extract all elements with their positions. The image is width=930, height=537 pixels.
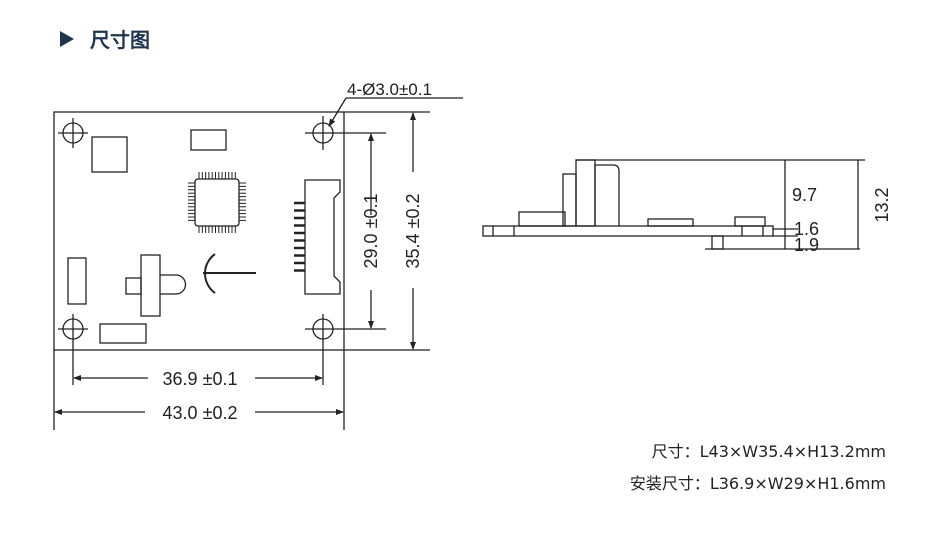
side-component-bottom	[711, 235, 724, 250]
side-component	[647, 218, 694, 227]
top-view: 4-Ø3.0±0.1 29.0 ±0.1 35.4 ±0.2 36.9 ±0.1…	[53, 80, 463, 430]
section-title: 尺寸图	[90, 28, 150, 52]
ic-chip	[188, 172, 246, 233]
spec-mount-size: 安装尺寸：L36.9×W29×H1.6mm	[629, 474, 886, 493]
dim-hole-horizontal: 36.9 ±0.1	[163, 369, 238, 389]
component-rect	[190, 129, 227, 151]
dim-width: 43.0 ±0.2	[163, 403, 238, 423]
component-square	[91, 136, 128, 173]
side-component	[734, 216, 766, 227]
side-view: 9.7 1.6 1.9 13.2	[482, 159, 892, 255]
leader-arrow	[328, 97, 347, 127]
section-header: 尺寸图	[60, 24, 150, 53]
triangle-bullet-icon	[60, 30, 74, 47]
fpc-connector	[294, 179, 341, 295]
dim-pcb-thickness: 1.6	[794, 219, 819, 239]
side-component	[518, 211, 566, 227]
dim-bottom-height: 1.9	[794, 235, 819, 255]
mounting-hole	[305, 314, 386, 385]
direction-arrow-symbol	[203, 253, 256, 294]
component-bottom	[99, 323, 147, 344]
component-vertical	[67, 257, 87, 305]
dim-total-height: 13.2	[872, 187, 892, 222]
side-component	[575, 159, 596, 227]
dim-hole-vertical: 29.0 ±0.1	[361, 194, 381, 269]
pcb-side	[482, 225, 774, 237]
pcb-outline	[53, 111, 345, 351]
hole-spec-label: 4-Ø3.0±0.1	[347, 80, 432, 99]
mounting-hole	[305, 116, 386, 150]
ir-sensor	[125, 254, 187, 317]
mounting-hole	[58, 118, 88, 148]
dim-height: 35.4 ±0.2	[403, 194, 423, 269]
mounting-holes	[58, 116, 386, 385]
side-component	[594, 164, 620, 226]
dim-component-height: 9.7	[792, 185, 817, 205]
spec-size: 尺寸：L43×W35.4×H13.2mm	[651, 442, 886, 461]
mounting-hole	[58, 314, 88, 385]
